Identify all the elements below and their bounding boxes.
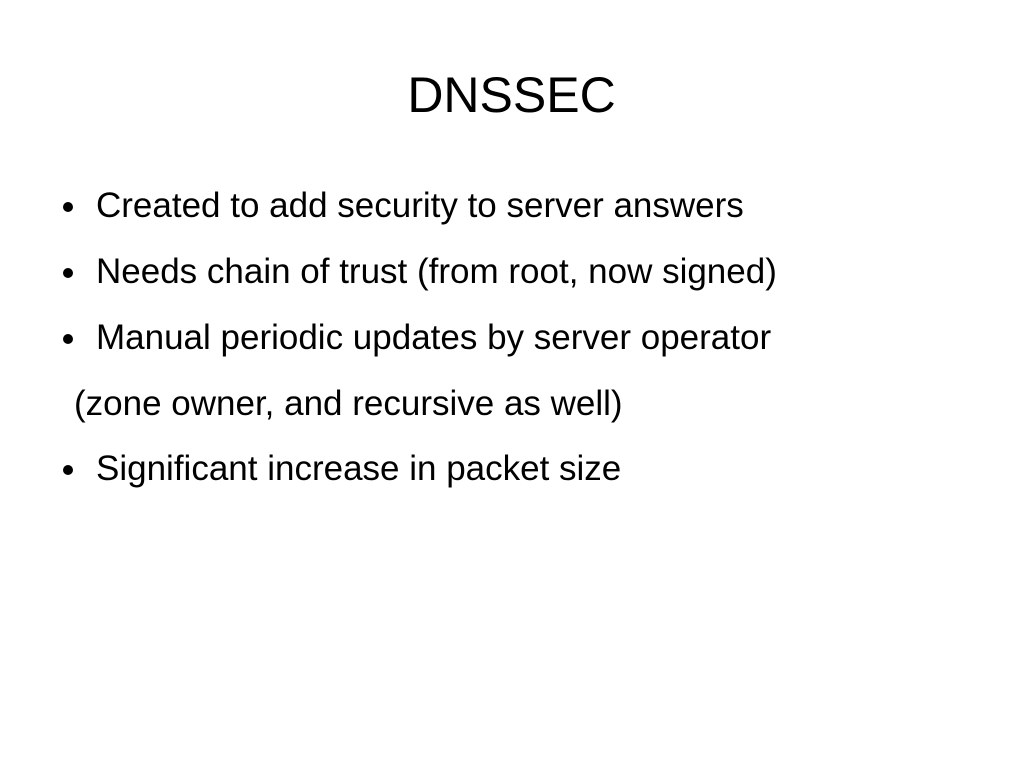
bullet-text: Needs chain of trust (from root, now sig… — [96, 252, 777, 291]
bullet-dot-icon — [63, 202, 73, 212]
bullet-text: Significant increase in packet size — [96, 449, 622, 488]
bullet-continuation: (zone owner, and recursive as well) — [74, 384, 623, 423]
bullet-dot-icon — [63, 334, 73, 344]
bullet-dot-icon — [63, 465, 73, 475]
bullet-text: Manual periodic updates by server operat… — [96, 318, 772, 357]
bullet-text: Created to add security to server answer… — [96, 186, 744, 225]
bullet-dot-icon — [63, 268, 73, 278]
slide-title: DNSSEC — [407, 67, 616, 123]
